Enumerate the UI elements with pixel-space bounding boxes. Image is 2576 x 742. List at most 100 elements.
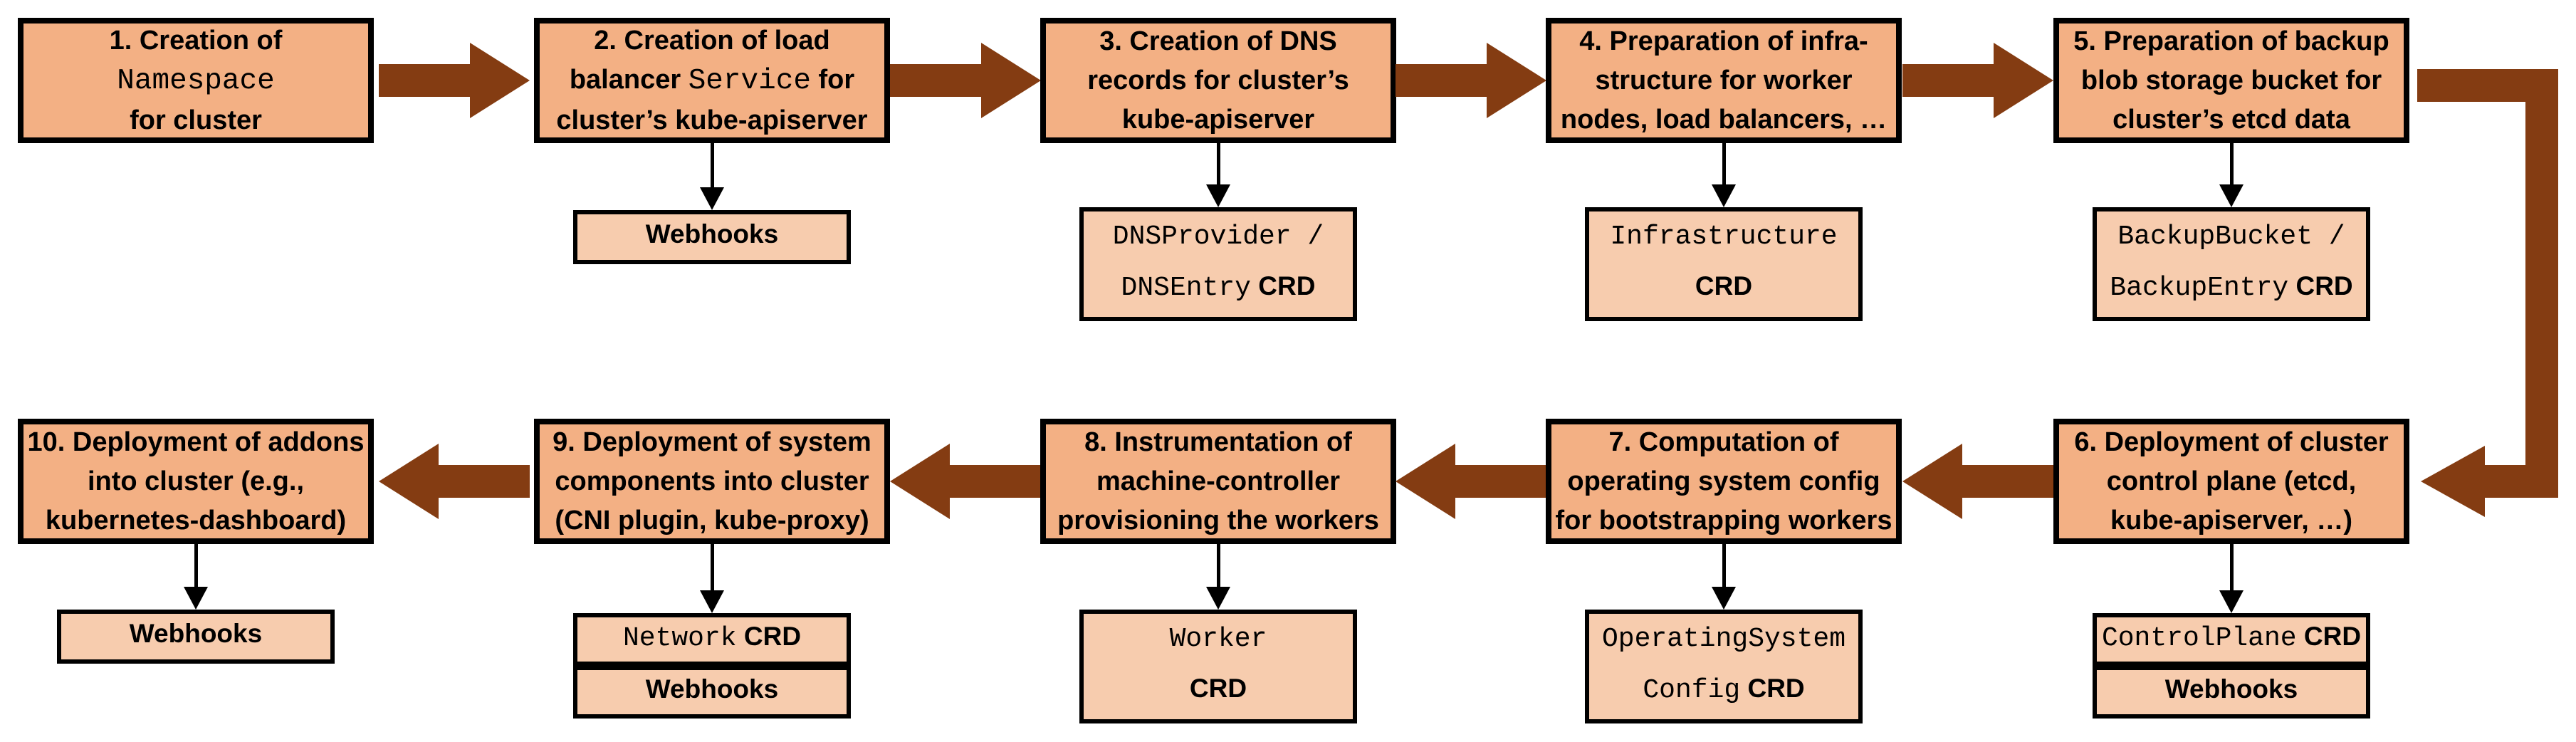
text-segment: provisioning the workers [1057,505,1379,535]
connector-arrowhead-icon-7 [1712,587,1736,610]
code-term: BackupEntry [2110,272,2289,303]
step-10-text-line: 10. Deployment of addons [28,423,365,462]
code-term: Config [1643,674,1741,706]
text-segment: Webhooks [129,619,263,648]
loop-arrow-side-bar [2525,69,2558,498]
flow-arrowhead-icon [980,43,1041,118]
code-term: Worker [1169,623,1267,654]
artifact-text-line: CRD [1695,263,1752,315]
flow-arrow-shaft [1455,465,1546,498]
text-segment: 6. Deployment of cluster [2074,427,2389,457]
text-segment: kubernetes-dashboard) [45,505,347,535]
step-7-text-line: for bootstrapping workers [1556,501,1892,540]
step-10-text-line: into cluster (e.g., [88,462,304,501]
loop-arrow-bottom-bar [2483,465,2558,498]
flow-arrowhead-icon [1993,43,2053,118]
connector-arrowhead-icon-4 [1712,184,1736,207]
flow-arrow-shaft [378,64,470,97]
text-segment: Webhooks [645,674,779,704]
flow-arrow-shaft [1902,64,1994,97]
artifact-box-9-0: Network CRD [573,613,851,666]
loop-arrowhead-icon [2421,446,2485,517]
step-6-text-line: control plane (etcd, [2107,462,2356,501]
step-8-text-line: provisioning the workers [1057,501,1379,540]
flow-arrow-9-to-10 [378,444,530,519]
step-3-text-line: 3. Creation of DNS [1099,22,1337,61]
step-6-text-line: 6. Deployment of cluster [2074,423,2388,462]
artifact-text-line: BackupEntry CRD [2110,263,2352,315]
artifact-box-6-0: ControlPlane CRD [2093,613,2370,666]
connector-arrowhead-icon-2 [700,187,724,210]
artifact-text-line: CRD [1190,666,1247,717]
text-segment: 1. Creation of [109,25,283,56]
text-segment: cluster’s kube-apiserver [556,105,868,135]
flow-arrowhead-icon [1487,43,1546,118]
step-2-text-line: balancer Service for [570,61,854,101]
step-2-text-line: 2. Creation of load [594,21,829,61]
step-9-text-line: components into cluster [555,462,869,501]
step-box-10: 10. Deployment of addons into cluster (e.… [18,419,374,544]
text-segment: structure for worker [1595,65,1853,95]
code-term: Namespace [117,64,275,98]
artifact-text-line: DNSProvider / [1113,214,1324,263]
text-segment: CRD [1189,673,1247,703]
artifact-text-line: Webhooks [646,214,778,261]
code-term: Service [688,64,811,98]
step-5-text-line: 5. Preparation of backup [2073,22,2389,61]
flow-arrow-6-to-7 [1902,444,2053,519]
artifact-text-line: BackupBucket / [2117,214,2345,263]
step-8-text-line: 8. Instrumentation of [1084,423,1352,462]
flow-arrow-7-to-8 [1396,444,1546,519]
step-7-text-line: operating system config [1567,462,1880,501]
artifact-text-line: Config CRD [1643,666,1804,717]
artifact-box-9-1: Webhooks [573,666,851,719]
text-segment: control plane (etcd, [2106,466,2357,496]
code-term: BackupBucket / [2117,221,2345,252]
text-segment: operating system config [1567,466,1880,496]
artifact-box-3-0: DNSProvider /DNSEntry CRD [1079,207,1357,321]
flow-arrow-shaft [1396,64,1487,97]
connector-line-5 [2229,143,2234,187]
text-segment: kube-apiserver [1121,104,1315,135]
connector-arrowhead-icon-5 [2219,184,2243,207]
artifact-text-line: Worker [1170,617,1267,666]
flow-arrowhead-icon [378,444,439,519]
step-box-4: 4. Preparation of infra-structure for wo… [1546,18,1902,143]
step-4-text-line: 4. Preparation of infra- [1579,22,1868,61]
code-term: DNSEntry [1121,272,1251,303]
flow-arrowhead-icon [1396,444,1455,519]
text-segment: balancer [569,64,688,95]
step-3-text-line: kube-apiserver [1122,100,1314,140]
artifact-box-6-1: Webhooks [2093,666,2370,719]
step-1-text-line: 1. Creation of [110,21,283,61]
flow-arrowhead-icon [1902,444,1962,519]
step-1-text-line: for cluster [130,101,262,140]
code-term: Network [622,623,737,654]
artifact-text-line: Infrastructure [1610,214,1837,263]
step-8-text-line: machine-controller [1096,462,1340,501]
text-segment: 2. Creation of load [594,25,830,56]
connector-arrowhead-icon-8 [1206,587,1230,610]
flow-arrow-4-to-5 [1902,43,2053,118]
text-segment: kube-apiserver, …) [2110,505,2353,535]
flow-arrow-shaft [438,465,530,498]
text-segment: CRD [2288,271,2353,301]
text-segment: 5. Preparation of backup [2073,26,2389,56]
text-segment: CRD [736,622,802,651]
step-5-text-line: cluster’s etcd data [2112,100,2350,140]
flow-arrow-shaft [949,465,1041,498]
flow-arrow-shaft [889,64,981,97]
text-segment: 3. Creation of DNS [1099,26,1337,56]
text-segment: 4. Preparation of infra- [1579,26,1868,56]
flow-arrow-2-to-3 [889,43,1041,118]
connector-line-9 [710,544,714,593]
artifact-text-line: OperatingSystem [1602,617,1845,666]
text-segment: 10. Deployment of addons [27,427,365,457]
text-segment: for [810,64,855,95]
text-segment: into cluster (e.g., [87,466,305,496]
